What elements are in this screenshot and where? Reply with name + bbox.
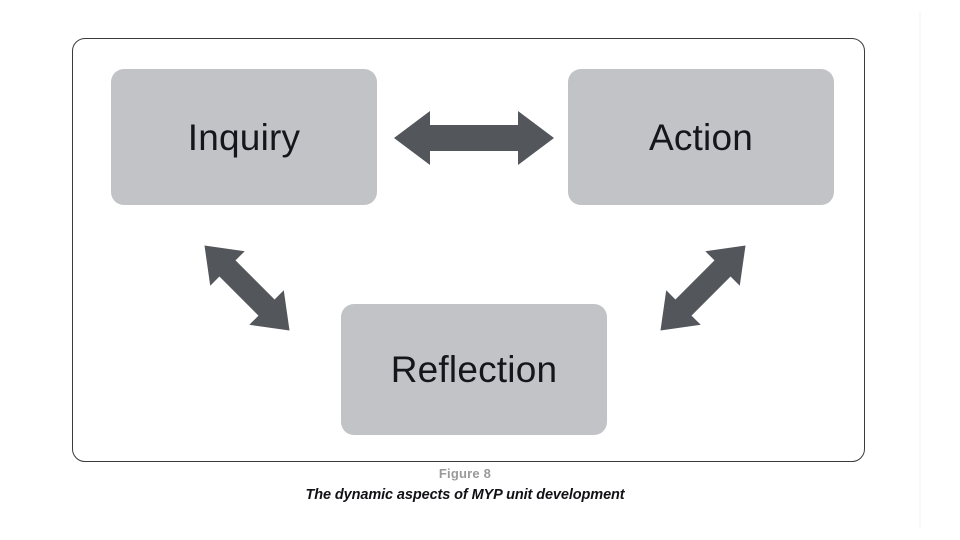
arrow-reflection-action (627, 223, 779, 353)
concept-label-reflection: Reflection (390, 349, 558, 390)
page-edge-artifact (919, 12, 921, 528)
concept-box-action[interactable]: Action (568, 69, 834, 205)
concept-label-inquiry: Inquiry (187, 116, 301, 158)
concept-box-reflection[interactable]: Reflection (341, 304, 607, 435)
double-headed-arrow-icon (660, 245, 746, 331)
concept-box-inquiry[interactable]: Inquiry (111, 69, 377, 205)
arrow-inquiry-action (394, 109, 554, 167)
concept-label-action: Action (648, 116, 754, 158)
arrow-inquiry-reflection (171, 223, 323, 353)
figure-caption: Figure 8 The dynamic aspects of MYP unit… (0, 466, 930, 505)
caption-figure-title: The dynamic aspects of MYP unit developm… (305, 487, 625, 503)
caption-figure-number: Figure 8 (438, 466, 492, 481)
double-headed-arrow-icon (394, 111, 554, 165)
figure-frame: Inquiry Action Reflection (72, 38, 865, 462)
double-headed-arrow-icon (204, 245, 290, 331)
